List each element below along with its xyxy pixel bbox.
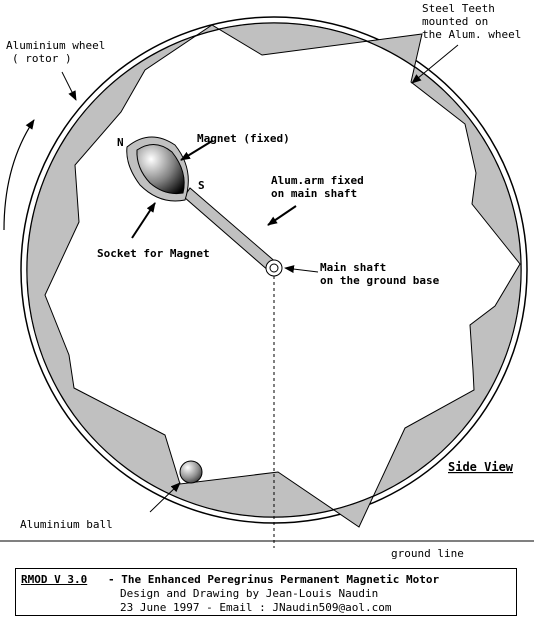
- callout-arrow-teeth: [411, 44, 459, 84]
- label-alum-arm: Alum.arm fixed on main shaft: [271, 174, 370, 200]
- label-aluminium-wheel: Aluminium wheel ( rotor ): [6, 39, 112, 65]
- main-shaft: [265, 259, 283, 277]
- label-socket-for-magnet: Socket for Magnet: [97, 247, 210, 260]
- callout-arrow-ball: [149, 482, 181, 513]
- label-pole-n: N: [117, 136, 124, 149]
- date-email-line: 23 June 1997 - Email : JNaudin509@aol.co…: [120, 601, 392, 614]
- callout-arrow-socket: [131, 202, 156, 239]
- rotation-arrow-icon: [3, 119, 35, 231]
- label-aluminium-ball: Aluminium ball: [20, 518, 113, 531]
- label-pole-s: S: [198, 179, 205, 192]
- label-main-shaft: Main shaft on the ground base: [320, 261, 440, 287]
- diagram-title: - The Enhanced Peregrinus Permanent Magn…: [108, 573, 440, 586]
- callout-arrow-shaft: [284, 265, 319, 274]
- credit-line: Design and Drawing by Jean-Louis Naudin: [120, 587, 379, 600]
- label-steel-teeth: Steel Teeth mounted on the Alum. wheel: [422, 2, 521, 41]
- title-block: RMOD V 3.0 - The Enhanced Peregrinus Per…: [15, 568, 517, 616]
- program-name: RMOD V 3.0: [21, 573, 88, 586]
- magnet: [136, 144, 185, 194]
- label-side-view: Side View: [448, 460, 514, 474]
- callout-arrow-wheel: [61, 71, 77, 101]
- steel-teeth: [26, 22, 522, 528]
- callout-arrow-magnet: [180, 140, 213, 161]
- label-ground-line: ground line: [391, 547, 464, 560]
- label-magnet-fixed: Magnet (fixed): [197, 132, 290, 145]
- callout-arrow-arm: [267, 205, 297, 226]
- aluminium-ball: [179, 460, 203, 484]
